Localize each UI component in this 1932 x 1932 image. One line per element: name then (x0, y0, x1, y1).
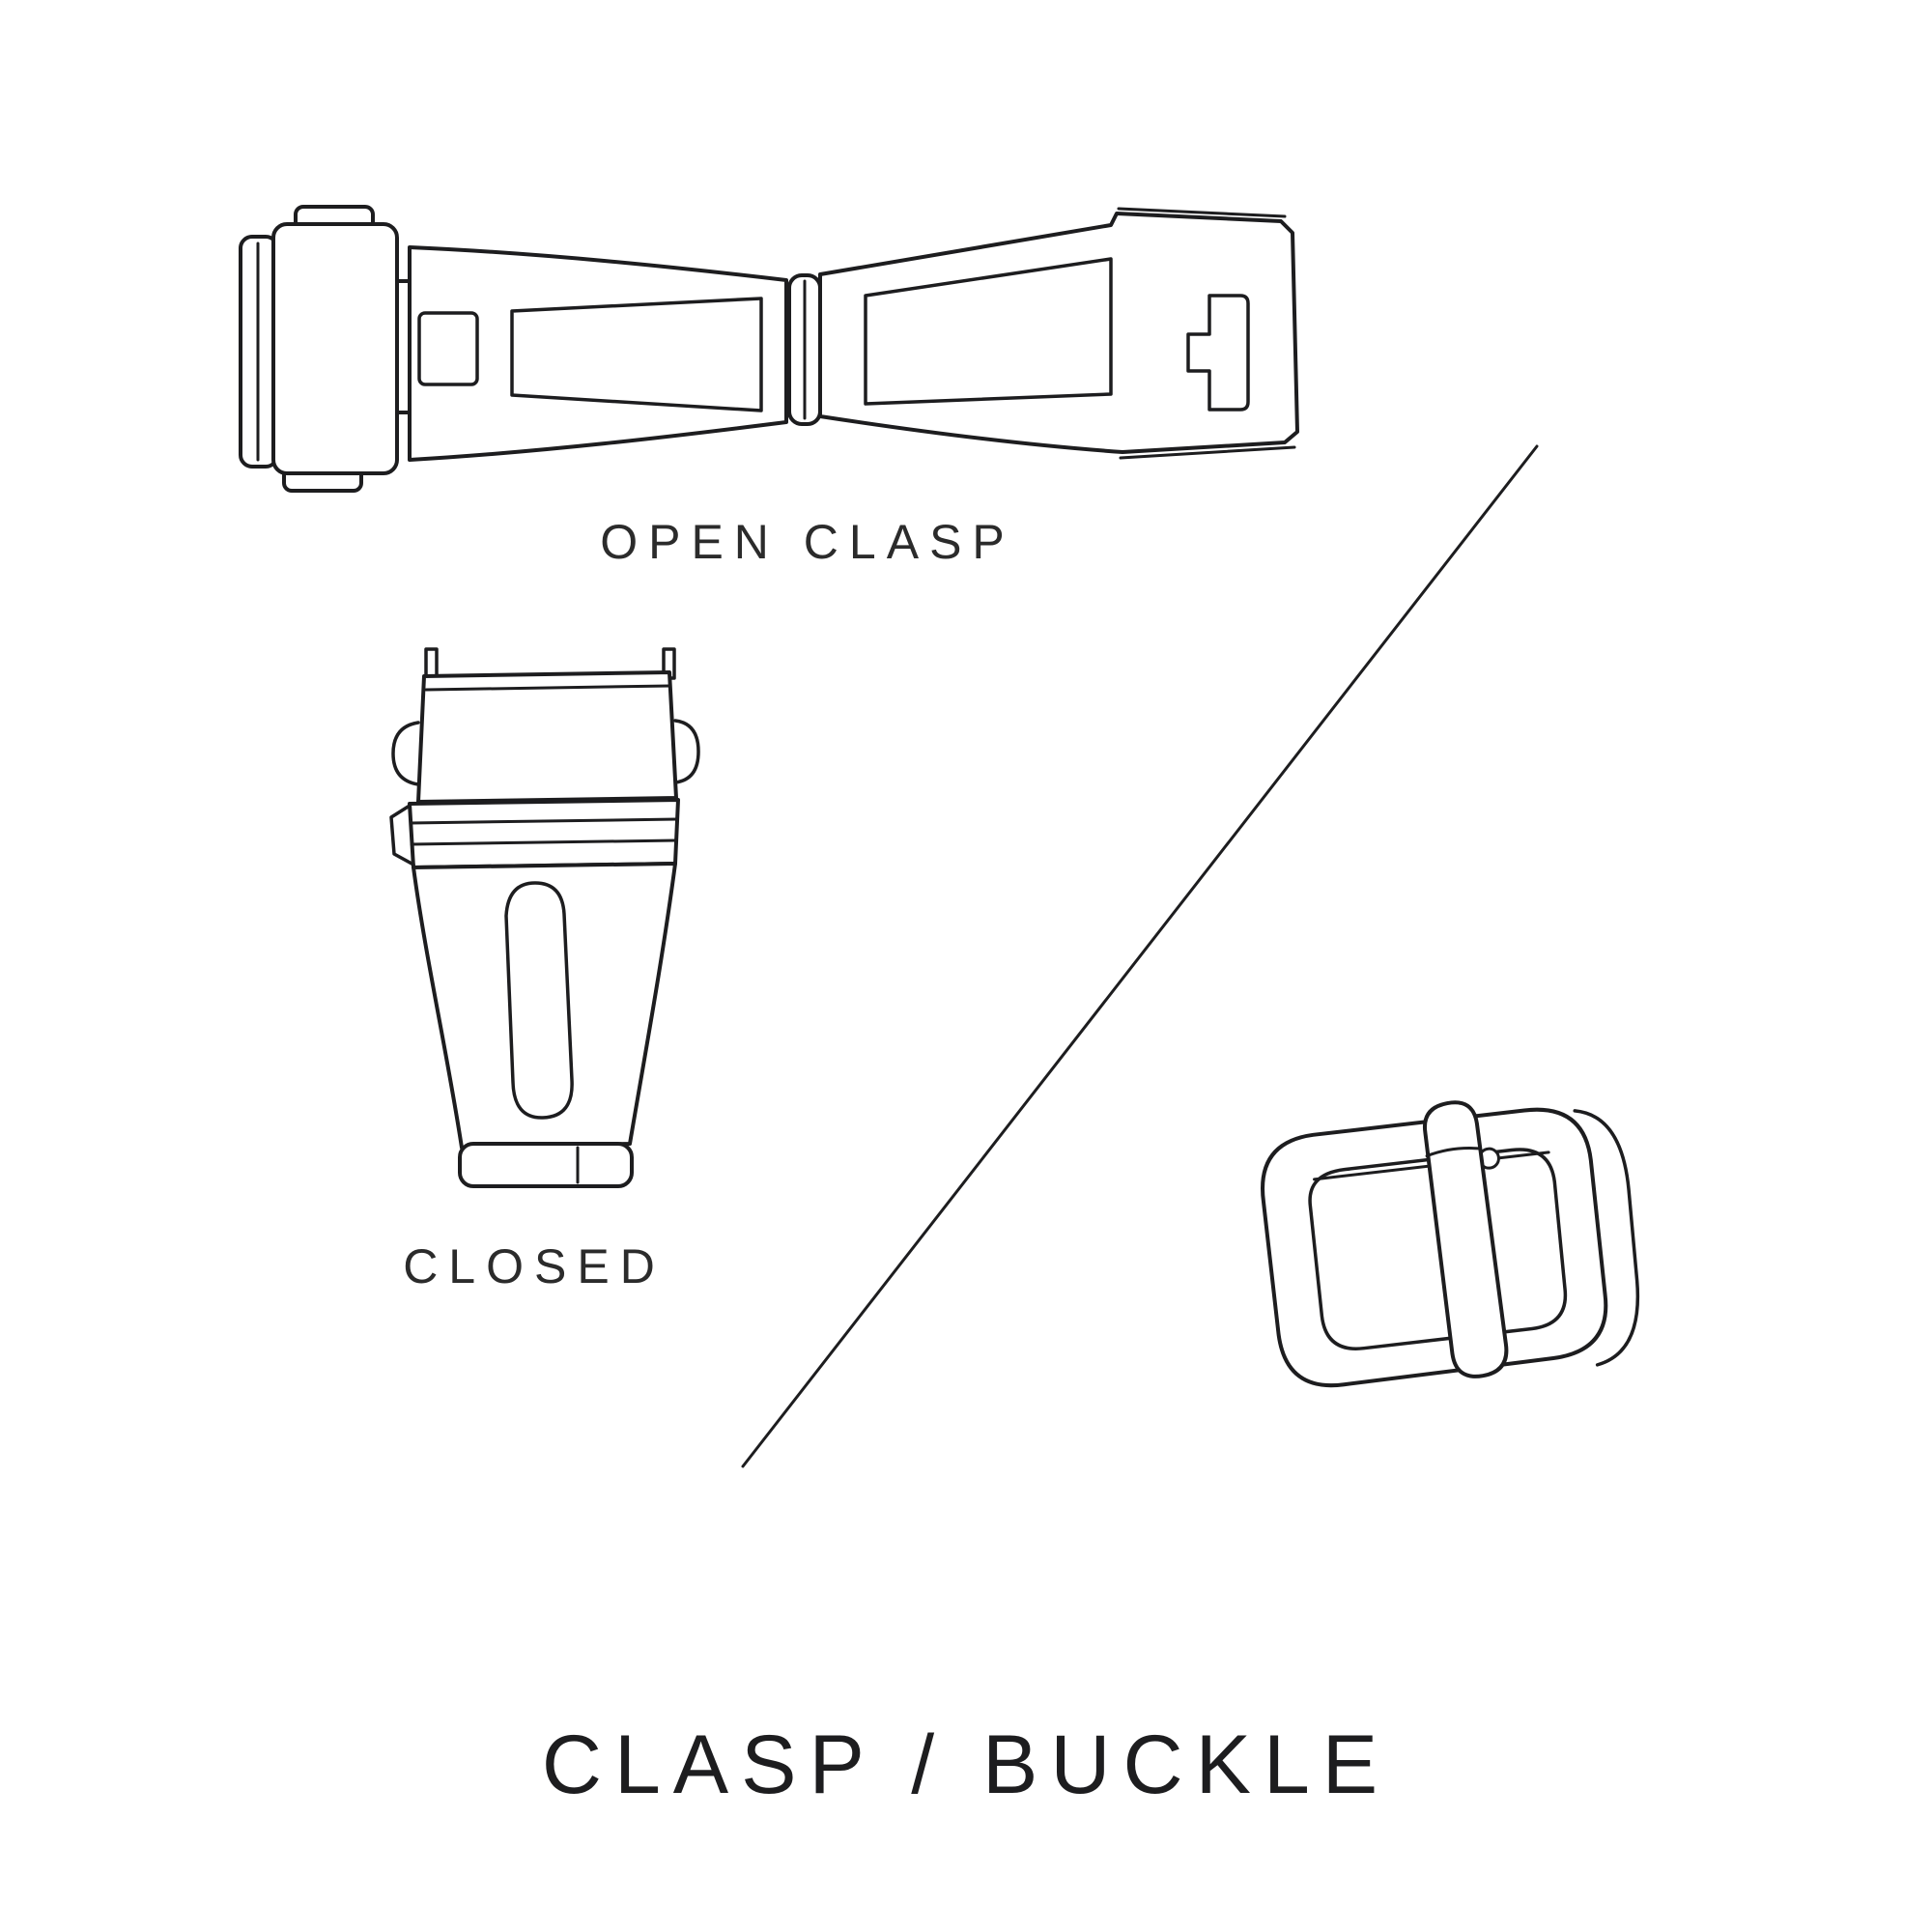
clasp-end-block (271, 222, 399, 475)
closed-ear-right (673, 719, 700, 784)
clasp-hook-cutout (417, 311, 479, 386)
clasp-left-window (510, 297, 763, 412)
open-clasp-label: OPEN CLASP (600, 515, 1015, 569)
closed-ear-left (391, 721, 420, 786)
clasp-right-edge-top (1117, 207, 1287, 218)
clasp-right-edge-bottom (1119, 445, 1296, 460)
closed-band-line-1 (409, 817, 679, 825)
closed-band-line-2 (410, 838, 678, 846)
buckle-illustration (1261, 1100, 1640, 1388)
buckle-pin (1422, 1100, 1509, 1378)
buckle-frame-outer (1261, 1107, 1608, 1388)
closed-body (412, 862, 677, 1150)
clasp-left-blade (408, 245, 788, 462)
clasp-right-blade (818, 212, 1299, 454)
divider-line (741, 444, 1539, 1468)
buckle-pin-wrap-line (1425, 1147, 1481, 1158)
closed-label: CLOSED (403, 1239, 666, 1293)
closed-band (408, 798, 680, 869)
buckle-side-thickness (1573, 1109, 1640, 1367)
closed-prong-left (424, 647, 439, 680)
open-clasp-illustration (239, 205, 1299, 493)
page-title: CLASP / BUCKLE (541, 1719, 1391, 1811)
closed-cover (416, 670, 678, 804)
closed-cover-line (424, 684, 672, 692)
closed-end-cap (458, 1142, 634, 1188)
closed-band-flap (389, 804, 415, 867)
closed-slot (504, 881, 574, 1120)
closed-clasp-illustration (389, 647, 700, 1188)
clasp-right-window (864, 257, 1113, 406)
clasp-right-cutout (1186, 294, 1250, 412)
buckle-frame-inner (1308, 1148, 1568, 1350)
